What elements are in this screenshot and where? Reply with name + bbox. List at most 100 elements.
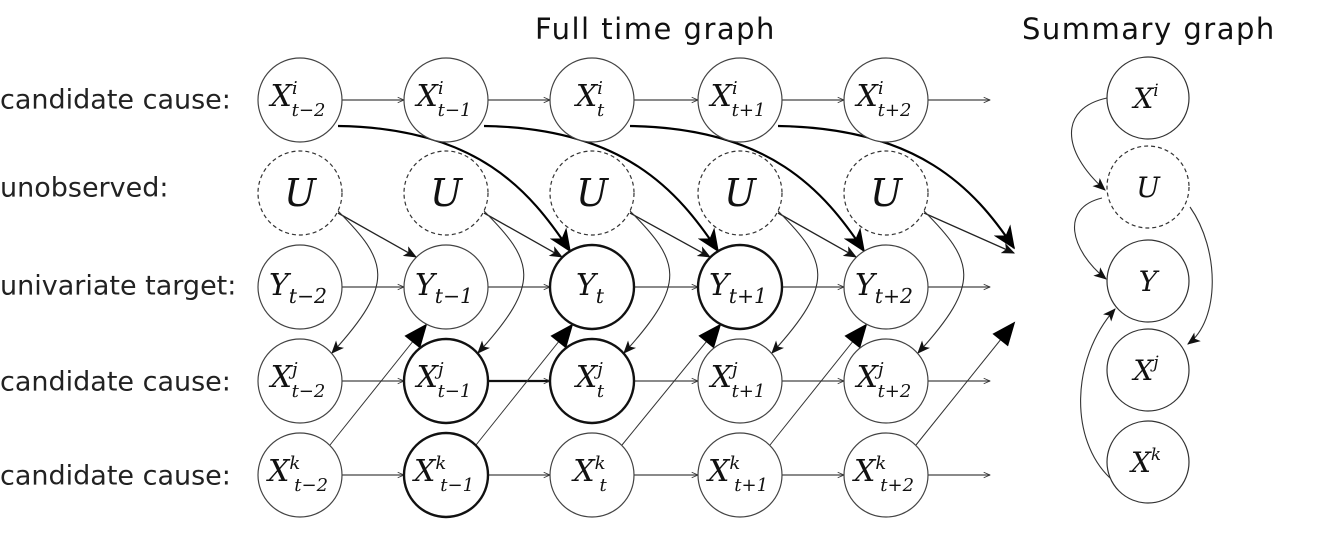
edge-u-to-y-lag1 — [337, 212, 417, 258]
node-label: Xj — [1131, 352, 1158, 387]
node-circle — [697, 338, 783, 424]
node-circle — [1106, 145, 1190, 229]
node-circle — [843, 57, 929, 143]
edge-xi-to-y-lag2 — [777, 124, 1015, 250]
node-label: Xi — [1131, 80, 1158, 115]
summary-edge-Xi-to-U — [1071, 97, 1108, 191]
node-circle — [843, 244, 929, 330]
node-circle — [403, 244, 489, 330]
node-circle — [1106, 420, 1190, 504]
edge-xi-to-y-lag2 — [629, 124, 865, 253]
node-U-4: U — [843, 150, 929, 236]
node-label: U — [430, 171, 464, 215]
node-label: Y — [1139, 265, 1160, 298]
node-circle — [549, 150, 635, 236]
node-circle — [548, 243, 636, 331]
node-circle — [843, 150, 929, 236]
node-circle — [257, 150, 343, 236]
node-circle — [257, 432, 343, 518]
summary-node-Xj: Xj — [1106, 328, 1190, 412]
edge-xi-to-y-lag2 — [337, 124, 571, 253]
node-label: Yt+2 — [855, 268, 913, 308]
node-U-3: U — [697, 150, 783, 236]
full-time-graph-title: Full time graph — [535, 12, 776, 46]
node-circle — [696, 243, 784, 331]
node-circle — [843, 338, 929, 424]
node-circle — [1106, 328, 1190, 412]
node-circle — [402, 431, 490, 519]
edge-xk-to-y-lag1 — [329, 323, 428, 446]
node-circle — [843, 432, 929, 518]
row-label-unobserved: unobserved: — [0, 172, 169, 204]
row-label-candidate-cause-k: candidate cause: — [0, 460, 231, 492]
node-U-1: U — [403, 150, 489, 236]
summary-node-Xi: Xi — [1106, 56, 1190, 140]
node-circle — [403, 57, 489, 143]
node-circle — [697, 57, 783, 143]
node-label: Yt−1 — [415, 268, 473, 308]
summary-edge-U-to-Xj — [1187, 206, 1213, 345]
node-circle — [257, 57, 343, 143]
node-U-2: U — [549, 150, 635, 236]
node-circle — [549, 57, 635, 143]
node-Y-4: Yt+2 — [843, 244, 929, 330]
row-label-candidate-cause-j: candidate cause: — [0, 366, 231, 398]
node-circle — [257, 338, 343, 424]
edge-u-to-y-lag1 — [777, 212, 857, 258]
summary-edge-U-to-Y — [1074, 197, 1107, 280]
row-label-candidate-cause-i: candidate cause: — [0, 84, 231, 116]
edge-u-to-xj — [917, 210, 965, 354]
node-circle — [402, 337, 490, 425]
edge-xk-to-y-lag1 — [915, 321, 1016, 446]
node-label: U — [1136, 171, 1161, 204]
node-circle — [697, 432, 783, 518]
summary-node-Y: Y — [1106, 239, 1190, 323]
node-label: Yt+1 — [709, 268, 767, 308]
node-Y-3: Yt+1 — [696, 243, 784, 331]
node-circle — [697, 150, 783, 236]
summary-node-Xk: Xk — [1106, 420, 1190, 504]
node-circle — [548, 337, 636, 425]
node-label: U — [284, 171, 318, 215]
edge-u-to-y-lag1 — [629, 212, 711, 258]
node-label: Yt−2 — [269, 268, 327, 308]
node-Y-2: Yt — [548, 243, 636, 331]
summary-edge-Xk-to-Y — [1080, 308, 1116, 479]
edge-u-to-xj — [477, 210, 525, 354]
node-circle — [549, 432, 635, 518]
node-circle — [1106, 56, 1190, 140]
node-Y-0: Yt−2 — [257, 244, 343, 330]
edge-xk-to-y-lag1 — [769, 323, 868, 446]
summary-graph-title: Summary graph — [1022, 12, 1276, 46]
node-circle — [1106, 239, 1190, 323]
edge-u-to-xj — [771, 210, 819, 354]
node-circle — [403, 150, 489, 236]
edge-xk-to-y-lag1 — [621, 323, 722, 446]
